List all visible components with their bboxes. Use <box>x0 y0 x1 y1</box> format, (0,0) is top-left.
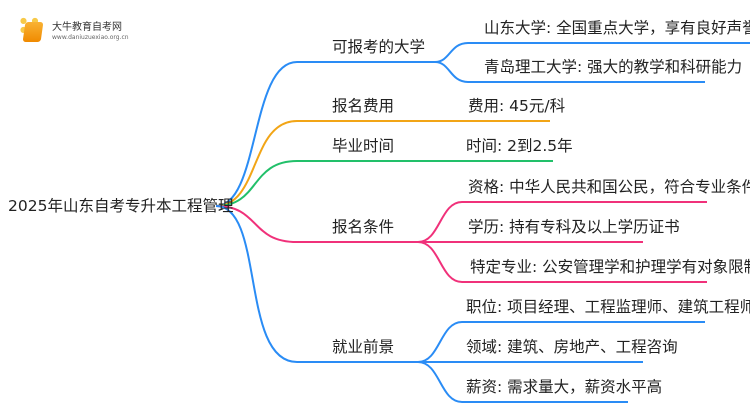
leaf-fee[interactable]: 费用: 45元/科 <box>468 97 566 115</box>
branch-conditions[interactable]: 报名条件 <box>332 218 395 236</box>
branch-career[interactable]: 就业前景 <box>332 338 395 356</box>
leaf-condition-3[interactable]: 特定专业: 公安管理学和护理学有对象限制 <box>470 258 750 276</box>
leaf-university-1[interactable]: 山东大学: 全国重点大学，享有良好声誉 <box>484 19 750 37</box>
logo-name: 大牛教育自考网 <box>52 22 122 33</box>
link-university-2 <box>434 61 705 83</box>
root-node[interactable]: 2025年山东自考专升本工程管理 <box>8 197 234 215</box>
link-duration <box>215 160 553 207</box>
link-universities <box>215 61 435 207</box>
link-conditions <box>215 205 418 243</box>
leaf-career-3[interactable]: 薪资: 需求量大，薪资水平高 <box>466 378 663 396</box>
leaf-duration[interactable]: 时间: 2到2.5年 <box>466 137 573 155</box>
branch-duration[interactable]: 毕业时间 <box>332 137 395 155</box>
link-condition-3 <box>417 241 707 283</box>
logo: ● ● ● 大牛教育自考网 www.daniuzuexiao.org.cn <box>20 14 140 46</box>
leaf-university-2[interactable]: 青岛理工大学: 强大的教学和科研能力 <box>484 58 743 76</box>
leaf-career-1[interactable]: 职位: 项目经理、工程监理师、建筑工程师 <box>466 298 750 316</box>
link-condition-1 <box>417 201 707 243</box>
link-fee <box>215 120 550 207</box>
link-career-1 <box>417 321 705 363</box>
leaf-career-2[interactable]: 领域: 建筑、房地产、工程咨询 <box>466 338 678 356</box>
branch-fee[interactable]: 报名费用 <box>332 97 395 115</box>
leaf-condition-2[interactable]: 学历: 持有专科及以上学历证书 <box>468 218 680 236</box>
leaf-condition-1[interactable]: 资格: 中华人民共和国公民，符合专业条件 <box>468 178 750 196</box>
link-university-1 <box>434 42 750 63</box>
link-career <box>215 205 418 363</box>
link-career-3 <box>417 361 628 403</box>
logo-url: www.daniuzuexiao.org.cn <box>52 34 129 41</box>
branch-universities[interactable]: 可报考的大学 <box>332 38 426 56</box>
